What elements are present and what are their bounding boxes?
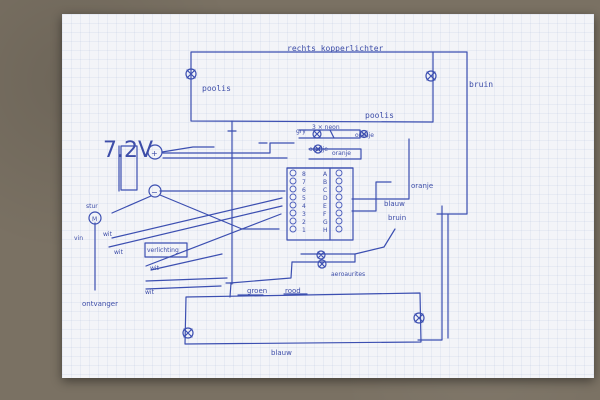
- left-terminal-stack: [289, 169, 297, 233]
- top-left-lamp: [185, 68, 197, 80]
- label-bottom-strike: rood: [285, 287, 301, 295]
- label-top-bottom: poolis: [365, 111, 394, 120]
- label-bottom-note: aeroaurites: [331, 271, 365, 278]
- label-right-blue: blauw: [384, 200, 405, 208]
- bottom-loop: [184, 292, 422, 345]
- top-left-lamp-cross: [186, 69, 196, 79]
- small-lamp-3-cross: [360, 130, 368, 138]
- right-row-label: B: [323, 179, 327, 186]
- upper-cross-wire: [162, 142, 295, 154]
- left-row-label: 5: [302, 195, 306, 202]
- lower-small-lamp-2-cross: [318, 260, 326, 268]
- right-row-label: F: [323, 211, 327, 218]
- label-upper-small-4: gry: [296, 128, 306, 135]
- label-upper-small-2: oranje: [332, 150, 351, 157]
- motor-symbol: [88, 211, 102, 225]
- label-upper-small-1: oranje: [355, 132, 374, 139]
- right-blue-wire: [417, 205, 443, 341]
- label-bottom-green: groen: [247, 287, 267, 295]
- lower-return-wire: [354, 228, 396, 255]
- label-bottom-blue: blauw: [271, 349, 292, 357]
- verlichting-box: [144, 242, 188, 258]
- right-row-label: A: [323, 171, 328, 178]
- small-lamp-2: [313, 144, 323, 154]
- small-loop-bottom: [308, 148, 362, 160]
- lower-small-lamp-2: [317, 259, 327, 269]
- left-wire-b: [108, 205, 283, 248]
- label-left-small-6: wit: [150, 265, 160, 272]
- label-voltage: 7.2V: [103, 138, 153, 163]
- top-right-lamp-cross: [426, 71, 436, 81]
- left-row-label: 1: [302, 227, 306, 234]
- control-module: [286, 167, 354, 241]
- diagonal-wire-1: [159, 194, 280, 230]
- right-row-label: D: [323, 195, 328, 202]
- left-row-labels: 8 7 6 5 4 3 2 1: [302, 171, 306, 234]
- left-row-label: 3: [302, 211, 306, 218]
- bottom-right-lamp-cross: [414, 313, 424, 323]
- small-lamp-1: [312, 129, 322, 139]
- right-row-label: H: [323, 227, 328, 234]
- right-outer-wire: [432, 51, 468, 215]
- left-row-label: 6: [302, 187, 306, 194]
- label-top-left-lamp: poolis: [202, 84, 231, 93]
- left-row-label: 4: [302, 203, 306, 210]
- label-bottom-left: ontvanger: [82, 300, 118, 308]
- right-mid-wire: [351, 181, 392, 212]
- label-left-small-1: stur: [86, 203, 98, 210]
- left-wire-d: [150, 253, 223, 271]
- right-row-label: E: [323, 203, 327, 210]
- left-row-label: 7: [302, 179, 306, 186]
- label-left-small-2: vin: [74, 235, 83, 242]
- top-right-lamp: [425, 70, 437, 82]
- right-terminal-stack: [335, 169, 343, 233]
- left-wire-e: [145, 277, 228, 282]
- left-wire-a: [111, 197, 283, 239]
- lower-left-short: [229, 261, 293, 284]
- label-top-right-lamp: bruin: [469, 80, 493, 89]
- label-left-small-5: wit: [114, 249, 124, 256]
- label-left-small-3: M: [92, 216, 97, 223]
- lamp-bar-top: [329, 129, 335, 139]
- left-row-label: 8: [302, 171, 306, 178]
- label-minus: −: [151, 188, 158, 197]
- small-lamp-2-cross: [314, 145, 322, 153]
- small-loop-top: [298, 129, 361, 139]
- plus-wire: [161, 146, 215, 153]
- label-middle-note: verlichting: [147, 247, 179, 254]
- right-row-label: C: [323, 187, 327, 194]
- battery-box: [120, 145, 138, 191]
- label-upper-small-5: 3 × neon: [312, 124, 340, 131]
- top-loop: [190, 51, 434, 123]
- label-right-bruin: bruin: [388, 214, 406, 222]
- left-row-label: 2: [302, 219, 306, 226]
- lower-small-lamp-1: [316, 250, 326, 260]
- label-left-small-4: wit: [103, 231, 113, 238]
- right-row-label: G: [323, 219, 328, 226]
- label-left-small-7: wit: [145, 289, 155, 296]
- bottom-left-lamp-cross: [183, 328, 193, 338]
- label-top-title: rechts kopperlichter: [287, 44, 384, 53]
- bottom-right-lamp: [413, 312, 425, 324]
- diagonal-wire-2: [111, 195, 152, 214]
- label-plus: +: [151, 149, 158, 158]
- bottom-left-lamp: [182, 327, 194, 339]
- lower-small-lamp-1-cross: [317, 251, 325, 259]
- label-right-orange: oranje: [411, 182, 433, 190]
- label-upper-small-3: oranje: [309, 146, 328, 153]
- small-lamp-1-cross: [313, 130, 321, 138]
- right-row-labels: A B C D E F G H: [323, 171, 328, 234]
- left-wire-f: [145, 285, 222, 290]
- right-inner-wire: [351, 138, 410, 200]
- bottom-cross-wire: [229, 282, 232, 298]
- small-lamp-3: [359, 129, 369, 139]
